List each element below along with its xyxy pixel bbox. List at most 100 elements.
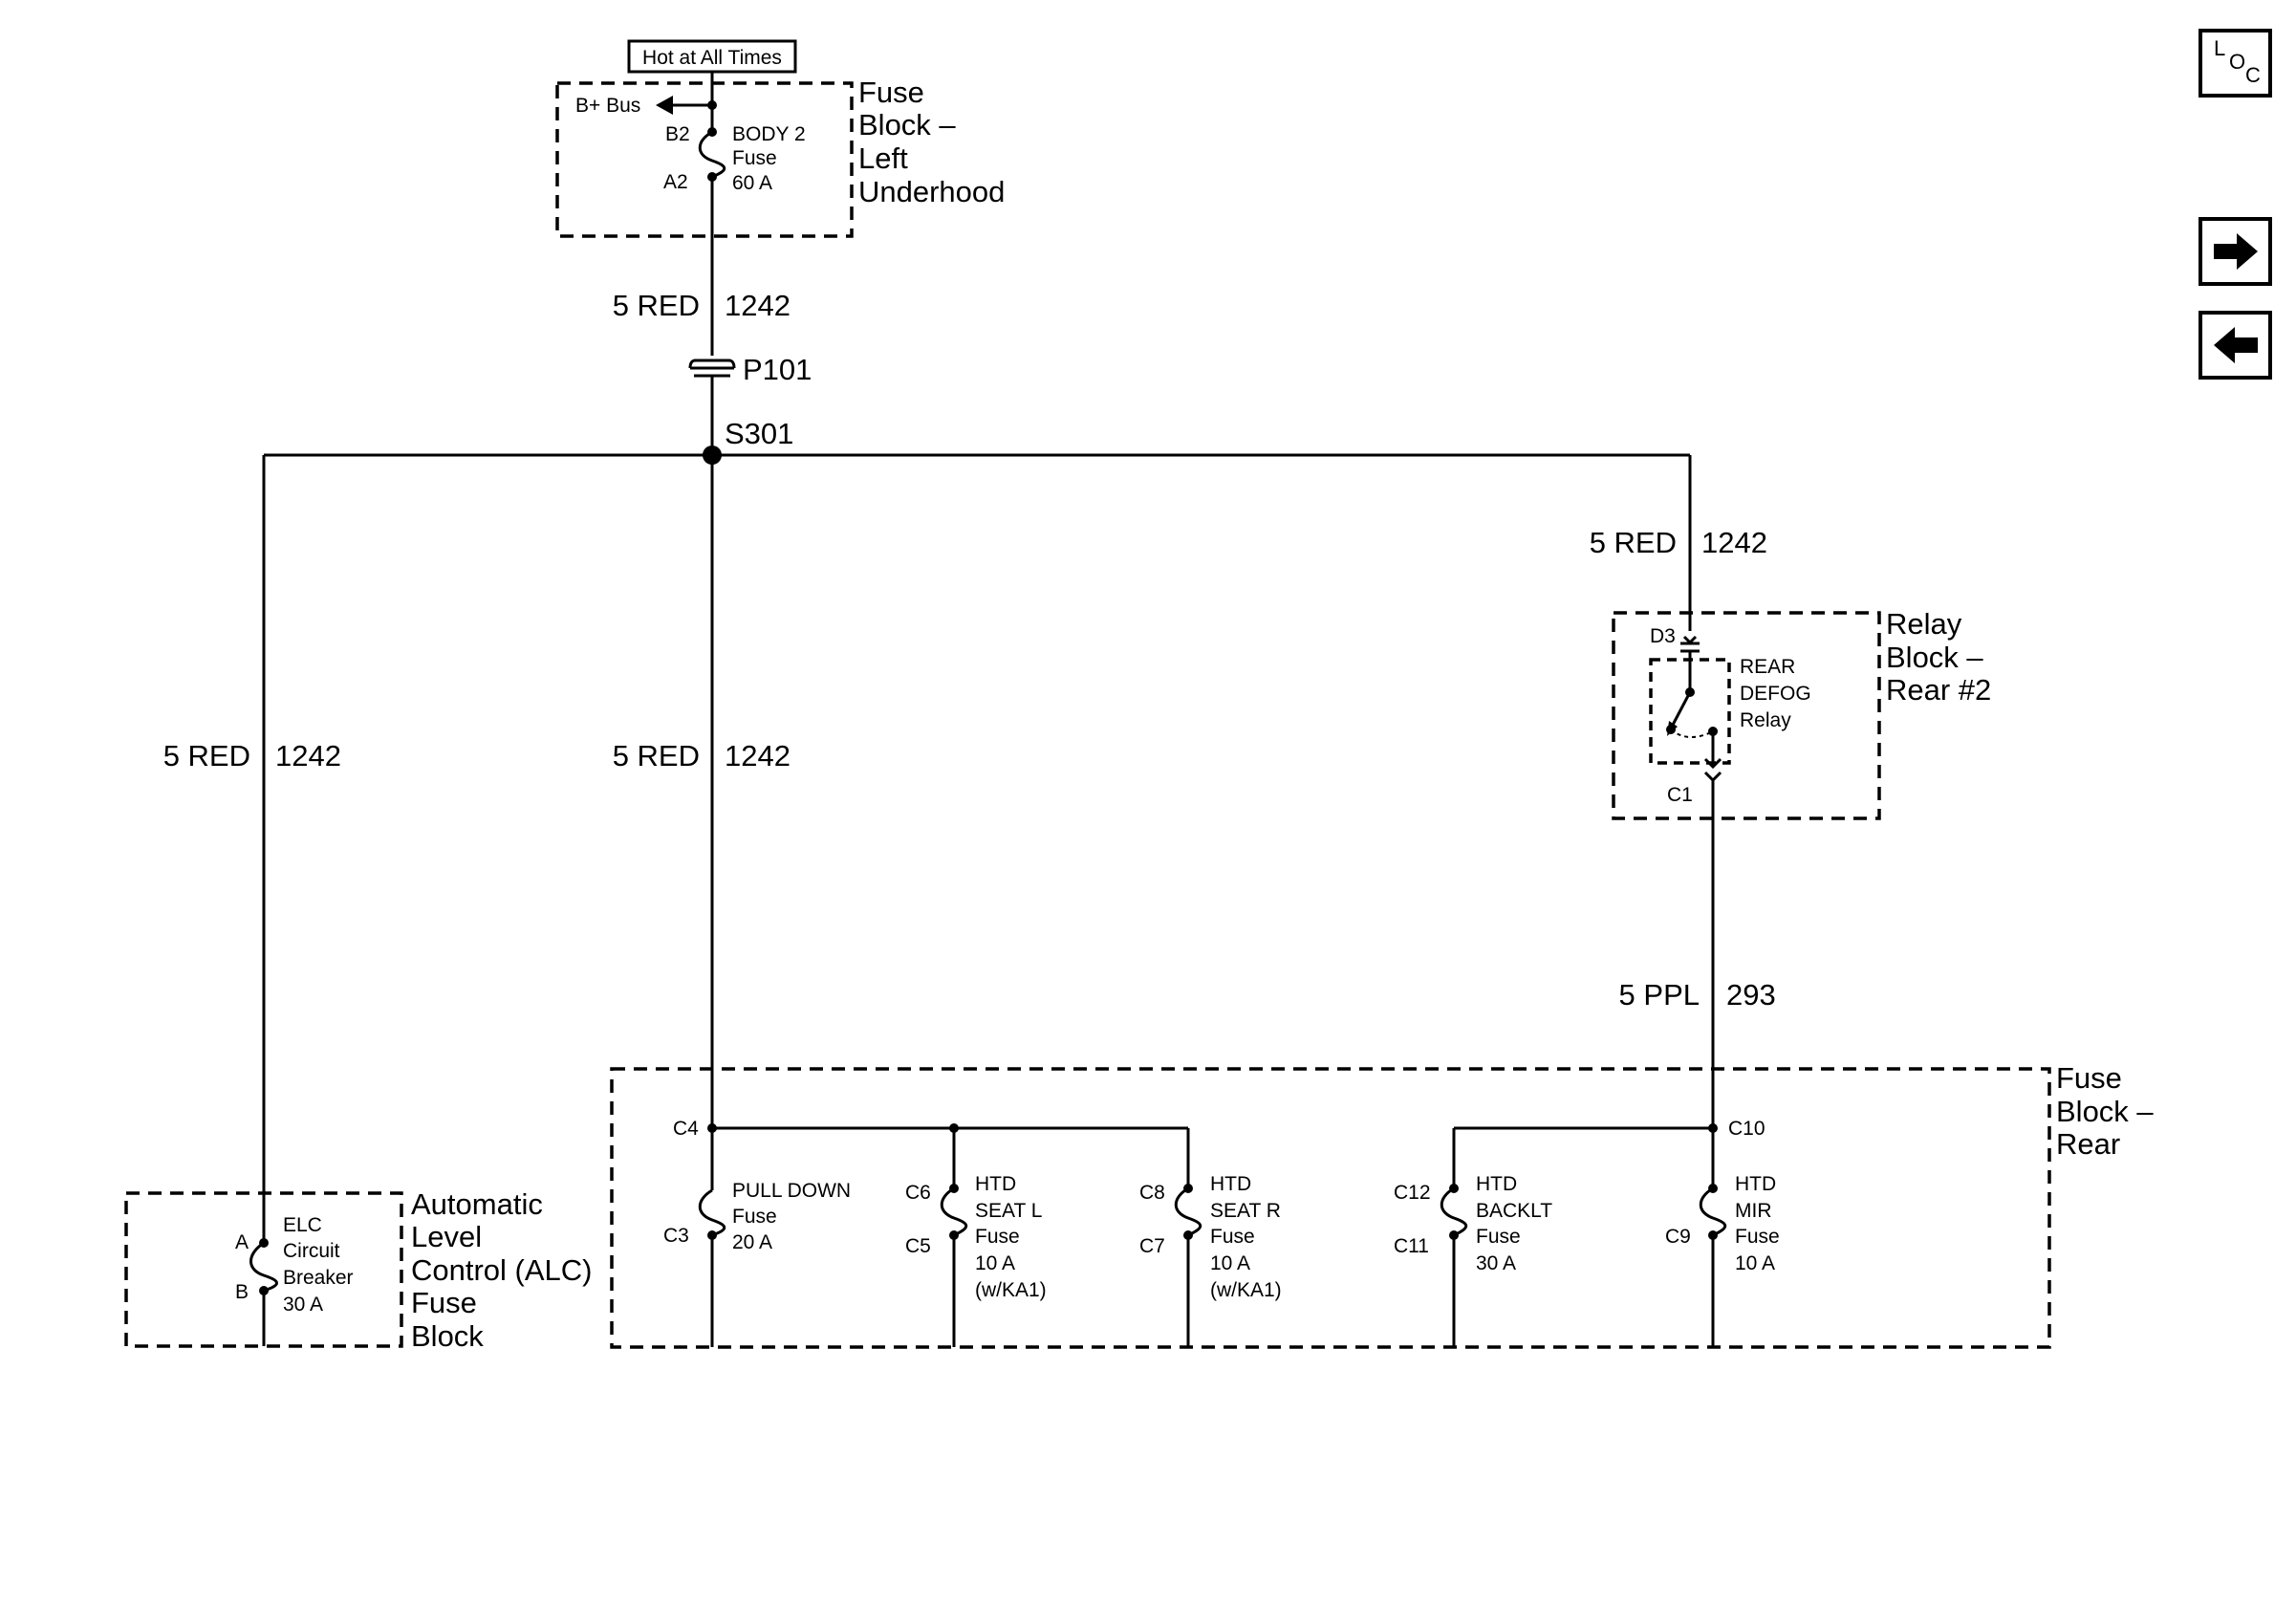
- diagram-label: C6: [905, 1182, 931, 1204]
- next-page-button[interactable]: [2199, 217, 2272, 286]
- body2-fuse: B2 A2 BODY 2 Fuse 60 A: [663, 105, 806, 194]
- fuse-htd-backlt: C12 C11 HTD BACKLT Fuse 30 A: [1394, 1128, 1552, 1347]
- diagram-label: Hot at All Times: [642, 47, 782, 69]
- wire-label-relay-out: 5 PPL 293: [1619, 978, 1776, 1012]
- diagram-label: 60 A: [732, 172, 772, 194]
- diagram-label: 5 RED: [613, 289, 700, 322]
- diagram-label: C4: [673, 1118, 699, 1140]
- diagram-label: Rear: [2056, 1127, 2120, 1161]
- diagram-label: 293: [1726, 978, 1776, 1012]
- diagram-label: C11: [1394, 1235, 1429, 1257]
- wire-label-left: 5 RED 1242: [163, 739, 341, 772]
- diagram-label: SEAT R: [1210, 1200, 1281, 1222]
- wire-label-middle: 5 RED 1242: [613, 739, 791, 772]
- diagram-label: C8: [1139, 1182, 1165, 1204]
- diagram-label: C3: [663, 1225, 689, 1247]
- diagram-label: B2: [665, 123, 690, 145]
- diagram-label: 10 A: [1210, 1252, 1250, 1274]
- diagram-label: 5 RED: [613, 739, 700, 772]
- diagram-label: C1: [1667, 784, 1693, 806]
- diagram-label: O: [2229, 50, 2245, 74]
- diagram-label: A2: [663, 171, 688, 193]
- diagram-label: Left: [858, 141, 908, 175]
- diagram-label: Control (ALC): [411, 1253, 593, 1287]
- rear-defog-relay: D3 C1 REAR DEFOG Relay: [1649, 625, 1811, 1128]
- diagram-label: 1242: [725, 289, 791, 322]
- diagram-label: 20 A: [732, 1231, 772, 1253]
- fuse-htd-seat-l: C6 C5 HTD SEAT L Fuse 10 A (w/KA1): [905, 1128, 1047, 1347]
- diagram-label: Fuse: [1210, 1226, 1255, 1248]
- diagram-label: 5 RED: [1590, 526, 1677, 559]
- diagram-label: 5 RED: [163, 739, 250, 772]
- diagram-label: HTD: [1210, 1173, 1251, 1195]
- diagram-label: HTD: [1735, 1173, 1776, 1195]
- diagram-label: Block –: [858, 108, 956, 141]
- diagram-label: Level: [411, 1220, 482, 1253]
- locator-icon: L: [2214, 36, 2225, 60]
- diagram-label: Fuse: [732, 1206, 777, 1228]
- splice-s301: S301: [264, 417, 1690, 465]
- previous-page-button[interactable]: [2199, 311, 2272, 380]
- diagram-label: Fuse: [1735, 1226, 1780, 1248]
- diagram-label: 1242: [725, 739, 791, 772]
- diagram-label: BACKLT: [1476, 1200, 1552, 1222]
- diagram-label: 1242: [275, 739, 341, 772]
- diagram-label: P101: [743, 353, 812, 386]
- diagram-label: Block –: [1886, 641, 1983, 674]
- b-plus-bus: B+ Bus: [575, 72, 717, 117]
- diagram-label: Fuse: [2056, 1061, 2122, 1095]
- locator-button[interactable]: L O C: [2199, 29, 2272, 98]
- elc-circuit-breaker: A B ELC Circuit Breaker 30 A: [235, 1214, 354, 1346]
- fuse-htd-mir: C9 HTD MIR Fuse 10 A: [1665, 1128, 1780, 1347]
- arrow-left-icon: [2214, 327, 2258, 363]
- diagram-label: Fuse: [732, 147, 777, 169]
- hot-at-all-times-label: Hot at All Times: [627, 39, 797, 74]
- diagram-label: HTD: [1476, 1173, 1517, 1195]
- diagram-label: B+ Bus: [575, 95, 640, 117]
- diagram-label: B: [235, 1281, 249, 1303]
- diagram-label: Block –: [2056, 1095, 2154, 1128]
- diagram-label: (w/KA1): [975, 1279, 1047, 1301]
- diagram-label: ELC: [283, 1214, 322, 1236]
- diagram-label: Relay: [1886, 607, 1962, 641]
- diagram-label: C5: [905, 1235, 931, 1257]
- diagram-label: HTD: [975, 1173, 1016, 1195]
- diagram-label: Relay: [1740, 709, 1791, 731]
- wire-label-top: 5 RED 1242: [613, 289, 791, 322]
- diagram-label: C: [2245, 63, 2261, 87]
- diagram-label: A: [235, 1231, 249, 1253]
- diagram-label: C7: [1139, 1235, 1165, 1257]
- diagram-label: Fuse: [858, 76, 924, 109]
- connector-p101: P101: [688, 353, 812, 386]
- diagram-label: Breaker: [283, 1267, 354, 1289]
- fuse-pull-down: C3 PULL DOWN Fuse 20 A: [663, 1128, 851, 1347]
- diagram-label: PULL DOWN: [732, 1180, 851, 1202]
- relay-block-rear-2: Relay Block – Rear #2: [1612, 607, 1991, 820]
- diagram-label: Block: [411, 1319, 484, 1353]
- diagram-label: Rear #2: [1886, 673, 1991, 707]
- fuse-htd-seat-r: C8 C7 HTD SEAT R Fuse 10 A (w/KA1): [1139, 1128, 1282, 1347]
- diagram-label: 10 A: [1735, 1252, 1775, 1274]
- diagram-label: BODY 2: [732, 123, 806, 145]
- diagram-label: 1242: [1701, 526, 1767, 559]
- diagram-label: C10: [1728, 1118, 1765, 1140]
- diagram-label: Fuse: [1476, 1226, 1521, 1248]
- fuse-block-left-underhood: Fuse Block – Left Underhood: [555, 76, 1005, 238]
- diagram-label: Underhood: [858, 175, 1005, 208]
- fuse-block-rear: Fuse Block – Rear: [610, 1061, 2154, 1349]
- diagram-label: C9: [1665, 1226, 1691, 1248]
- alc-fuse-block: Automatic Level Control (ALC) Fuse Block: [124, 1187, 593, 1353]
- wire-label-right: 5 RED 1242: [1590, 526, 1767, 559]
- diagram-label: D3: [1650, 625, 1676, 647]
- diagram-label: 10 A: [975, 1252, 1015, 1274]
- diagram-label: Fuse: [411, 1286, 477, 1319]
- diagram-label: DEFOG: [1740, 683, 1811, 705]
- arrow-right-icon: [2214, 233, 2258, 270]
- diagram-label: SEAT L: [975, 1200, 1042, 1222]
- diagram-label: 30 A: [283, 1294, 323, 1316]
- diagram-label: Circuit: [283, 1240, 340, 1262]
- diagram-label: 5 PPL: [1619, 978, 1700, 1012]
- diagram-label: C12: [1394, 1182, 1431, 1204]
- diagram-label: 30 A: [1476, 1252, 1516, 1274]
